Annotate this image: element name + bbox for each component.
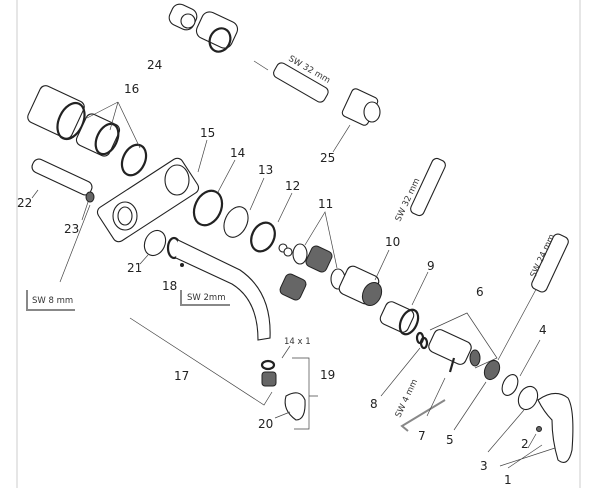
socket-wrench-24 bbox=[531, 233, 569, 293]
part-12-washer bbox=[250, 221, 276, 253]
label-6: 6 bbox=[476, 285, 484, 299]
label-13: 13 bbox=[258, 163, 273, 177]
part-25-clip bbox=[332, 88, 381, 153]
label-1: 1 bbox=[504, 473, 512, 487]
label-15: 15 bbox=[200, 126, 215, 140]
part-7-key-screw bbox=[400, 357, 456, 432]
label-7: 7 bbox=[418, 429, 426, 443]
part-2-screw bbox=[536, 426, 542, 432]
label-2: 2 bbox=[521, 437, 529, 451]
label-11: 11 bbox=[318, 197, 333, 211]
part-14-ring bbox=[192, 189, 224, 227]
label-9: 9 bbox=[427, 259, 435, 273]
part-22-extension bbox=[31, 158, 95, 283]
thread-note: 14 x 1 bbox=[284, 337, 311, 347]
part-10-nut bbox=[338, 249, 390, 307]
part-11-cartridges bbox=[278, 211, 346, 301]
label-10: 10 bbox=[385, 235, 400, 249]
part-5-nut bbox=[483, 359, 501, 381]
part-24-diverter bbox=[168, 3, 239, 53]
part-9-sleeve bbox=[379, 271, 429, 336]
label-12: 12 bbox=[285, 179, 300, 193]
part-15-cover-plate bbox=[96, 139, 208, 243]
sw2-label: SW 2mm bbox=[187, 293, 225, 303]
label-23: 23 bbox=[64, 222, 79, 236]
label-22: 22 bbox=[17, 196, 32, 210]
label-20: 20 bbox=[258, 417, 273, 431]
part-16-sleeves bbox=[27, 85, 148, 177]
sw8-label: SW 8 mm bbox=[32, 296, 73, 306]
label-18: 18 bbox=[162, 279, 177, 293]
part-19-aerator bbox=[274, 345, 318, 430]
label-21: 21 bbox=[127, 261, 142, 275]
label-17: 17 bbox=[174, 369, 189, 383]
part-8-orings bbox=[380, 331, 429, 397]
label-5: 5 bbox=[446, 433, 454, 447]
sw4-label: SW 4 mm bbox=[394, 378, 420, 420]
label-14: 14 bbox=[230, 146, 245, 160]
part-3-ring bbox=[517, 385, 539, 411]
part-17-spout bbox=[129, 236, 277, 406]
label-25: 25 bbox=[320, 151, 335, 165]
hex-key-8mm bbox=[26, 290, 75, 311]
label-16: 16 bbox=[124, 82, 139, 96]
label-8: 8 bbox=[370, 397, 378, 411]
part-13-oring bbox=[223, 206, 249, 238]
part-6-cartridge bbox=[428, 312, 498, 369]
socket-wrench-32-top bbox=[253, 60, 329, 103]
part-1-handle bbox=[499, 392, 574, 469]
hex-key-2mm bbox=[180, 290, 230, 306]
label-19: 19 bbox=[320, 368, 335, 382]
socket-wrench-32-mid bbox=[410, 157, 446, 217]
part-21-oring bbox=[143, 229, 167, 257]
part-4-oring bbox=[501, 374, 519, 396]
label-3: 3 bbox=[480, 459, 488, 473]
label-4: 4 bbox=[539, 323, 547, 337]
label-24: 24 bbox=[147, 58, 162, 72]
